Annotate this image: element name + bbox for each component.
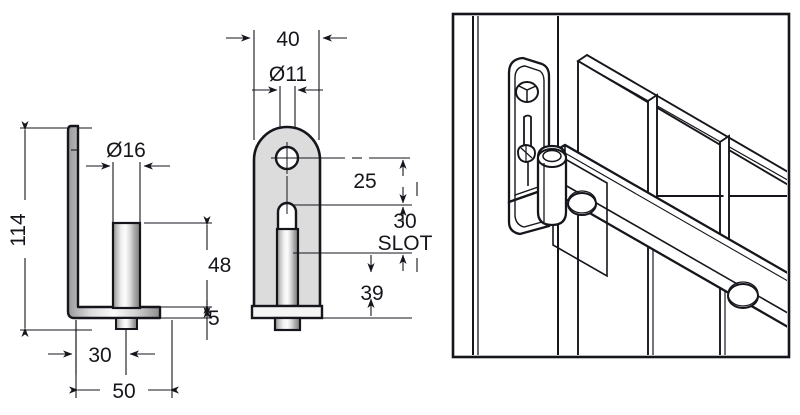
dimension-base-50 [69,320,179,398]
top-bolt [515,81,539,103]
dimension-slot-30 [293,182,418,272]
dimension-label-5: 5 [208,307,220,330]
dimension-label-50: 50 [112,380,135,403]
dimension-pin-dia-16 [86,162,170,222]
dimension-label-dia-11: Ø11 [269,63,307,86]
dimension-height-114 [20,121,92,337]
dimension-label-30: 30 [88,344,111,367]
hinge-plate-body [250,125,324,332]
dimension-hole-to-slot-25 [303,157,410,176]
dimension-plate-width-40 [226,30,347,140]
dimension-label-114: 114 [7,213,30,247]
plate-pin [275,227,300,308]
dimension-label-slot: SLOT [378,232,433,255]
dimension-label-dia-16: Ø16 [106,139,146,162]
side-view: 114 Ø16 [7,121,231,403]
hinge-barrel [536,144,568,227]
gate-boards [576,53,787,355]
dimension-label-48: 48 [208,254,231,277]
dimension-slot-to-base-39 [322,255,412,319]
pin-stub [115,317,138,330]
plate-base-flange [250,304,324,320]
dimension-label-30: 30 [393,210,416,233]
bracket-pin [111,221,142,330]
plate-pin-stub [273,316,302,332]
dimension-label-25: 25 [353,170,376,193]
iso-view [451,12,791,359]
pin-cylinder [111,221,142,310]
dimension-label-39: 39 [360,282,383,305]
slot-bolt [517,114,536,186]
dimension-thickness-5 [160,300,212,340]
front-view: 40 Ø11 [226,28,433,332]
dimension-label-40: 40 [276,28,299,51]
